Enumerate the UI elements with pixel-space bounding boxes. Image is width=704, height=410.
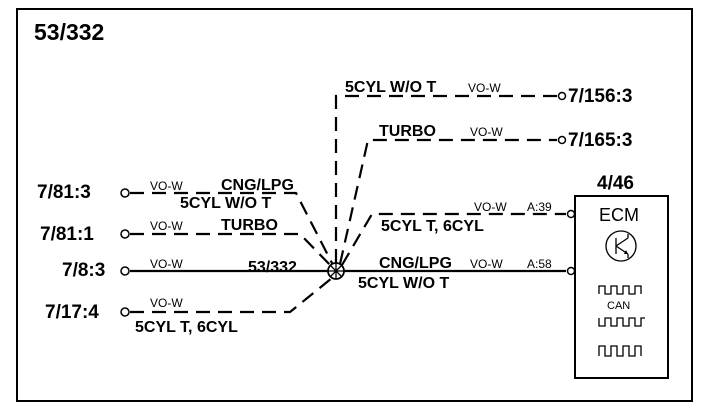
option-label: CNG/LPG [379,255,452,272]
wire-color: VO-W [470,257,503,271]
pin-terminal [120,188,130,198]
pin-terminal [120,307,130,317]
connector-7-8-3: 7/8:3 VO-W [62,257,328,281]
wire-color: VO-W [474,200,507,214]
splice-cross [328,263,344,279]
connector-id: 7/81:3 [37,182,91,203]
can-signal-icon [598,317,645,327]
wire [130,232,333,268]
splice-label: 53/332 [248,259,297,276]
pin-terminal [557,135,567,145]
pin-terminal [120,266,130,276]
diagram-frame [16,8,693,402]
pin-terminal [566,209,576,219]
connector-id: 7/8:3 [62,260,105,281]
connector-7-81-1: 7/81:1 VO-W TURBO [40,217,333,268]
pulse-signal-icon [598,285,642,295]
wire [338,138,557,265]
wire [130,277,333,314]
connector-id: 7/17:4 [45,302,99,323]
option-label: 5CYL W/O T [180,195,271,212]
pin-terminal [566,266,576,276]
ecm-wire-a58: VO-W A:58 CNG/LPG 5CYL W/O T [344,255,576,292]
ecm-box [574,195,669,379]
connector-7-81-3: 7/81:3 VO-W CNG/LPG 5CYL W/O T [37,177,335,268]
wire [334,94,557,263]
wire-color: VO-W [470,125,503,139]
option-label: 5CYL W/O T [358,275,449,292]
pin-number: A:39 [527,200,552,214]
connector-id: 7/165:3 [568,130,632,151]
ecm-id: 4/46 [597,173,634,194]
wire [341,212,566,266]
option-label: 5CYL T, 6CYL [381,218,484,235]
wire-color: VO-W [150,257,183,271]
transistor-icon [605,230,637,262]
ecm-wire-a39: VO-W A:39 5CYL T, 6CYL [341,200,576,266]
can-label: CAN [607,300,630,312]
pin-terminal [557,91,567,101]
connector-7-165-3: TURBO VO-W 7/165:3 [338,123,632,265]
option-label: CNG/LPG [221,177,294,194]
splice-53-332: 53/332 [248,259,345,280]
option-label: TURBO [379,123,436,140]
option-label: 5CYL T, 6CYL [135,319,238,336]
pulse-signal-icon [598,345,642,357]
connector-7-17-4: 7/17:4 VO-W 5CYL T, 6CYL [45,277,333,336]
wire-color: VO-W [150,219,183,233]
ecm-name: ECM [599,205,639,225]
pin-number: A:58 [527,257,552,271]
option-label: TURBO [221,217,278,234]
option-label: 5CYL W/O T [345,79,436,96]
connector-id: 7/156:3 [568,86,632,107]
wire-color: VO-W [150,296,183,310]
wire-color: VO-W [468,81,501,95]
pin-terminal [120,229,130,239]
ecm-module: 4/46 ECM CAN [574,173,669,379]
connector-7-156-3: 5CYL W/O T VO-W 7/156:3 [334,79,632,263]
connector-id: 7/81:1 [40,224,94,245]
wire-color: VO-W [150,179,183,193]
wire [130,191,335,268]
diagram-title: 53/332 [34,19,104,45]
